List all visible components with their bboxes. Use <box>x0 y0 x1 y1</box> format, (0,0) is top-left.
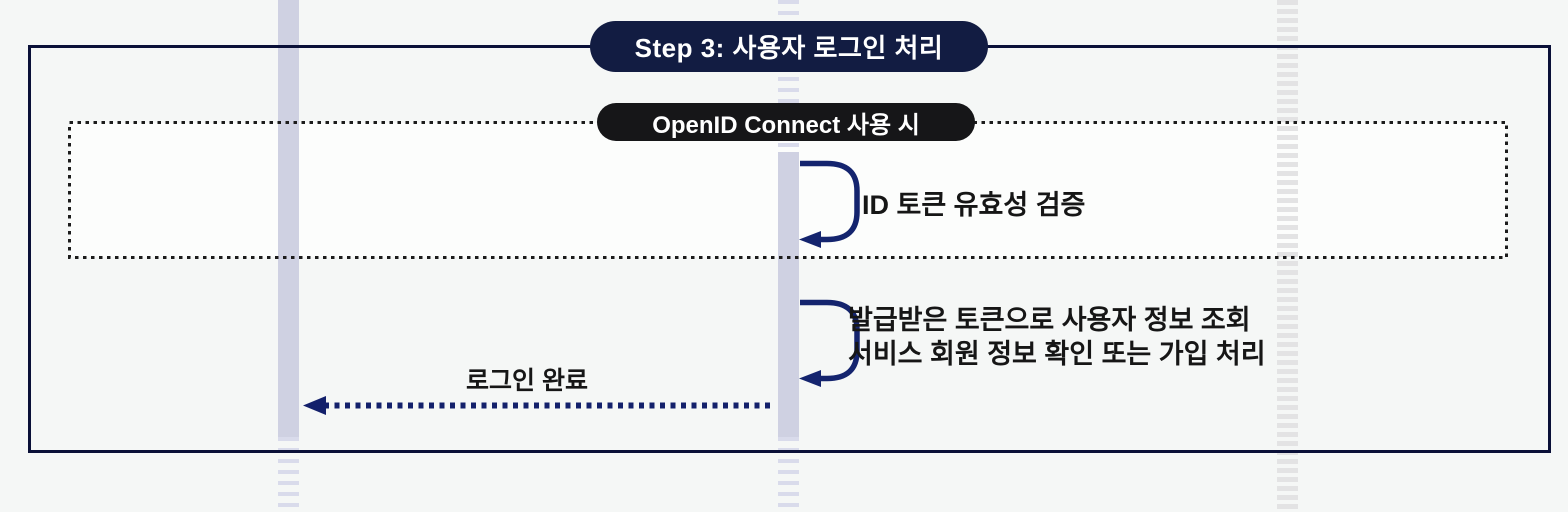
step-frame-title: Step 3: 사용자 로그인 처리 <box>634 33 944 63</box>
opt-fragment-title: OpenID Connect 사용 시 <box>652 111 920 139</box>
step-frame-title-pill: Step 3: 사용자 로그인 처리 <box>590 21 988 72</box>
self-call-label-2: 발급받은 토큰으로 사용자 정보 조회 서비스 회원 정보 확인 또는 가입 처… <box>848 303 1266 371</box>
self-call-label-2-line1: 발급받은 토큰으로 사용자 정보 조회 <box>848 305 1251 335</box>
opt-fragment-title-pill: OpenID Connect 사용 시 <box>597 103 975 141</box>
self-call-label-1: ID 토큰 유효성 검증 <box>862 190 1086 220</box>
lifeline-middle-dashed-tail <box>778 437 799 512</box>
return-message-label: 로그인 완료 <box>466 367 588 395</box>
self-call-label-2-line2: 서비스 회원 정보 확인 또는 가입 처리 <box>848 339 1266 369</box>
lifeline-left-dashed-tail <box>278 437 299 512</box>
